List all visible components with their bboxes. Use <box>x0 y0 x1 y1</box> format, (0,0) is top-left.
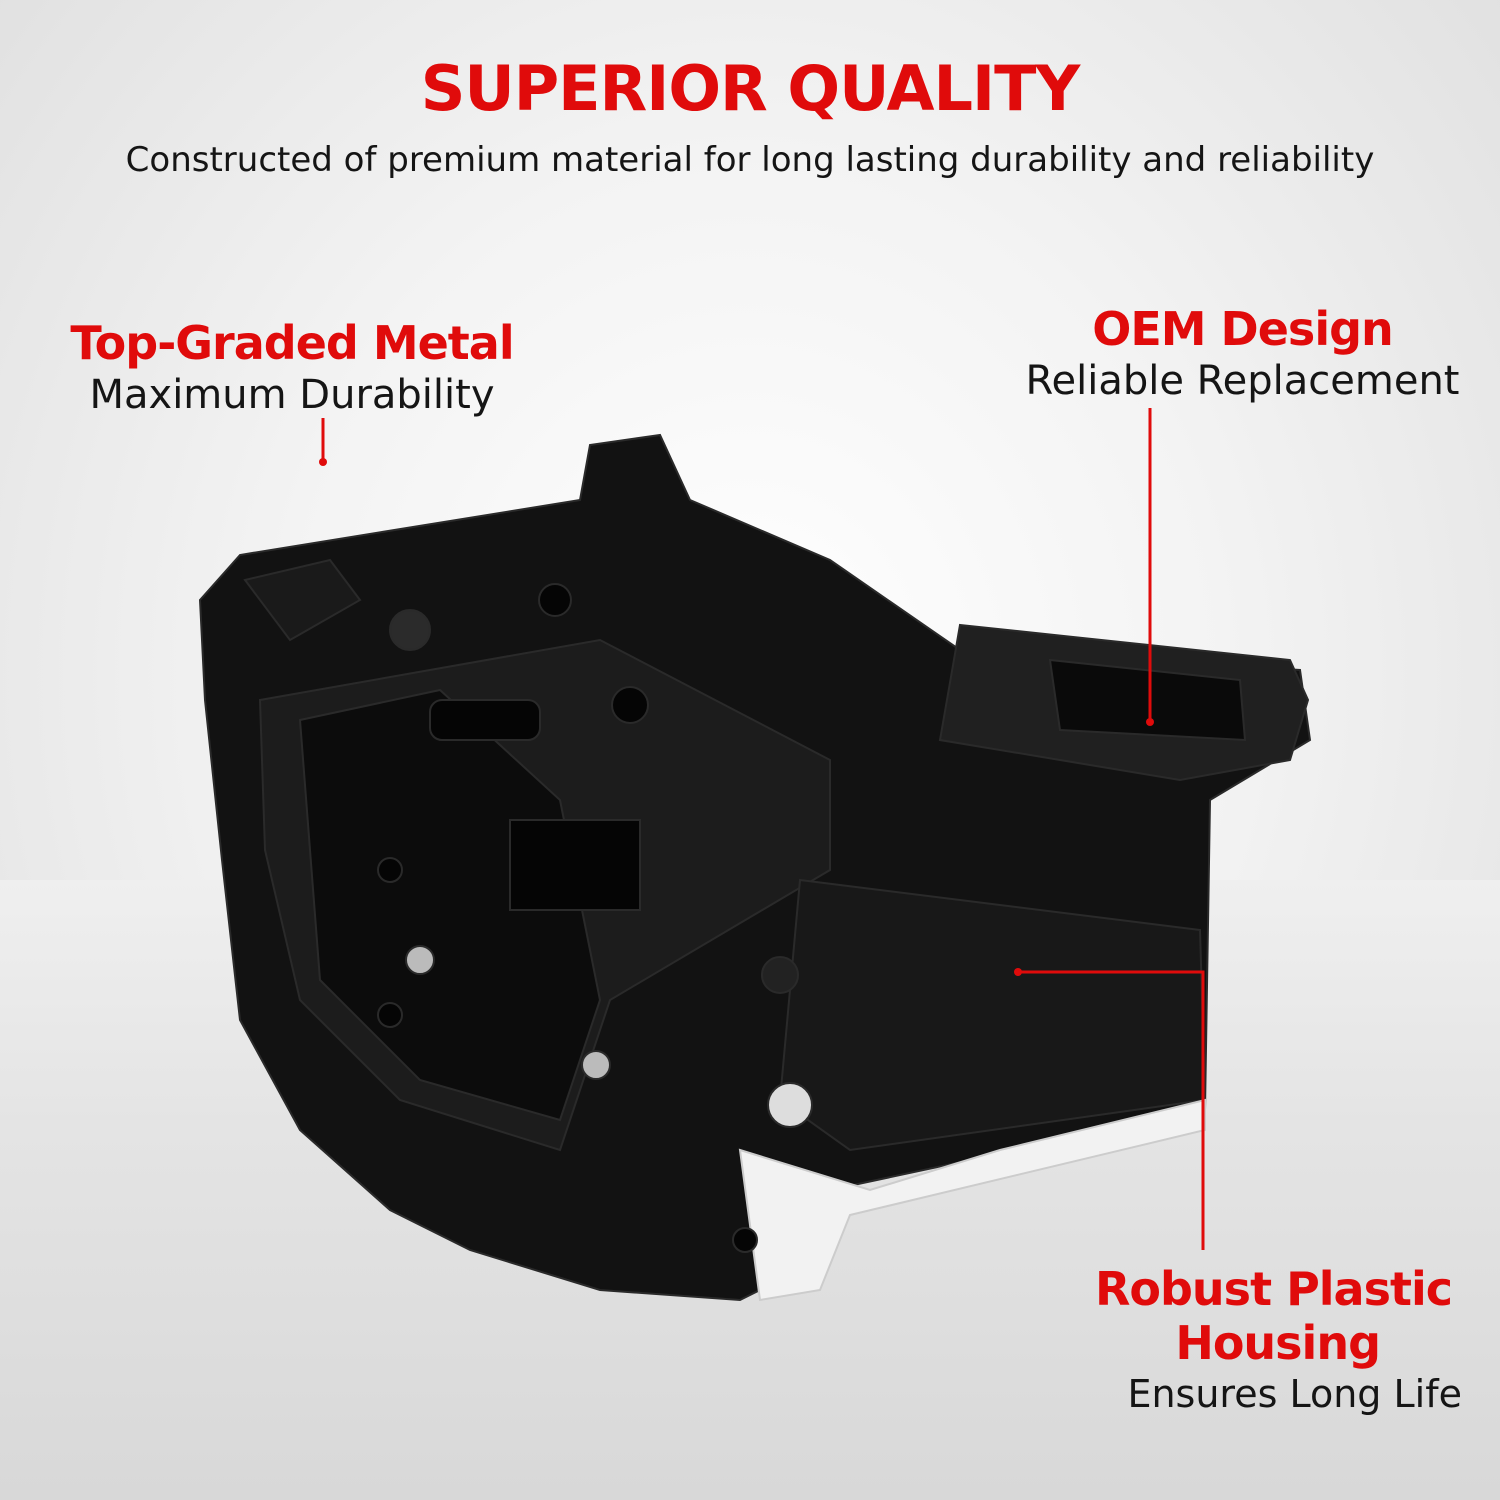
page-title: SUPERIOR QUALITY <box>420 52 1081 125</box>
oem-callout-subtitle: Reliable Replacement <box>1025 358 1460 404</box>
lock-body <box>198 433 1312 1302</box>
metal-pointer-dot <box>319 458 327 466</box>
oem-callout-title: OEM Design <box>1092 302 1394 356</box>
oem-pointer-dot <box>1146 718 1154 726</box>
page-subtitle: Constructed of premium material for long… <box>125 140 1375 180</box>
metal-callout-title: Top-Graded Metal <box>70 316 514 370</box>
plastic-callout-title-line1: Robust Plastic <box>1094 1262 1453 1316</box>
plastic-callout-subtitle: Ensures Long Life <box>1127 1372 1462 1416</box>
plastic-callout-title-line2: Housing <box>1175 1316 1381 1370</box>
plastic-pointer-dot <box>1014 968 1022 976</box>
callout-lines <box>319 408 1205 1250</box>
metal-callout-subtitle: Maximum Durability <box>89 372 495 418</box>
